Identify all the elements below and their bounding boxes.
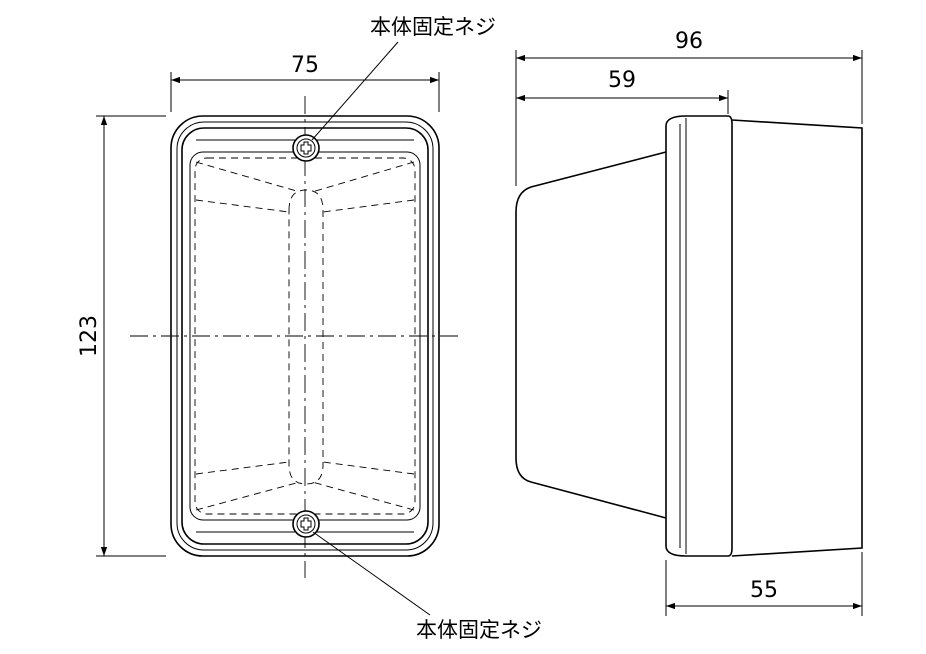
bottom-screw-callout: 本体固定ネジ	[312, 531, 542, 642]
top-screw-callout: 本体固定ネジ	[311, 15, 496, 141]
hidden-diag-2	[311, 161, 415, 193]
side-back-depth-dimension: 55	[665, 552, 863, 616]
hidden-diag-3	[195, 199, 290, 213]
hidden-diag-7	[195, 461, 290, 475]
front-height-value: 123	[77, 315, 102, 357]
front-view	[130, 96, 462, 578]
hidden-diag-4	[322, 199, 415, 213]
side-front-cover	[665, 115, 733, 557]
top-screw-label: 本体固定ネジ	[370, 15, 496, 39]
hidden-diag-5	[195, 481, 301, 511]
side-back-depth-value: 55	[750, 578, 778, 603]
front-width-dimension: 75	[170, 53, 440, 112]
front-height-dimension: 123	[77, 115, 166, 557]
side-front-depth-value: 59	[608, 68, 636, 93]
side-front-housing	[731, 119, 863, 557]
top-screw-icon	[292, 134, 320, 162]
side-total-depth-dimension: 96	[515, 29, 863, 186]
hidden-center-slot	[288, 189, 324, 485]
side-rear-body	[515, 151, 667, 519]
bottom-screw-label: 本体固定ネジ	[416, 618, 542, 642]
hidden-diag-1	[195, 161, 301, 193]
hidden-diag-8	[322, 461, 415, 475]
side-front-depth-dimension: 59	[516, 68, 729, 114]
side-view	[515, 115, 863, 557]
side-total-depth-value: 96	[675, 29, 703, 54]
hidden-diag-6	[311, 481, 415, 511]
front-width-value: 75	[291, 53, 319, 78]
bottom-screw-icon	[292, 510, 320, 538]
